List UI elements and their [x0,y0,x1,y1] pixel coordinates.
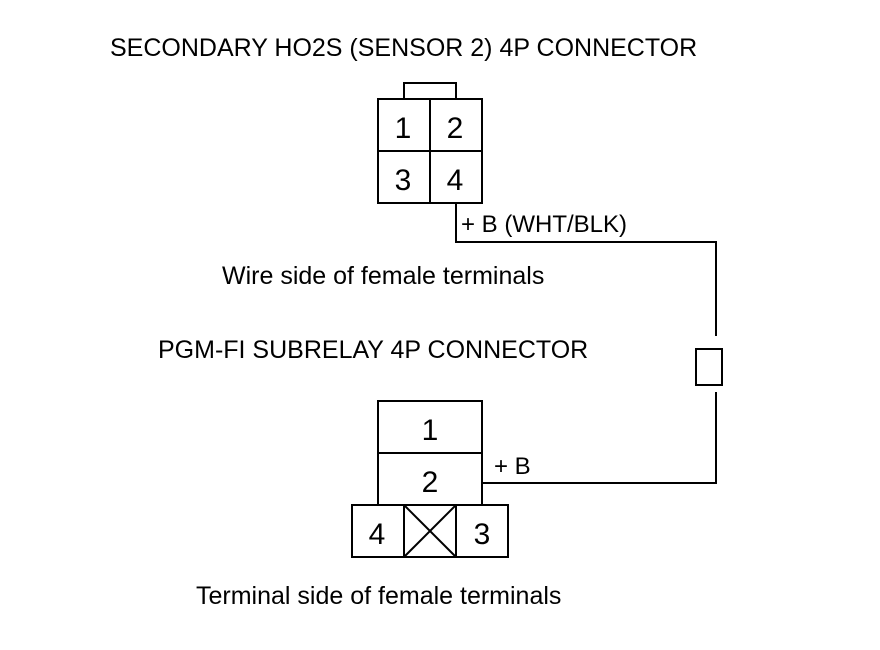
sensor-connector-title: SECONDARY HO2S (SENSOR 2) 4P CONNECTOR [110,34,697,62]
blank-cavity-cross-b [403,504,457,558]
subrelay-connector-lower-body [351,504,509,558]
subrelay-view-label: Terminal side of female terminals [196,582,561,610]
sensor-wire-label: + B (WHT/BLK) [461,211,627,238]
subrelay-pin-3: 3 [474,518,491,551]
subrelay-wire-label: + B [494,453,531,480]
sensor-connector [377,82,483,204]
sensor-pin-2: 2 [447,112,464,145]
sensor-pin-1: 1 [395,112,412,145]
subrelay-pin-1: 1 [422,414,439,447]
subrelay-pin-4: 4 [369,518,386,551]
subrelay-connector-title: PGM-FI SUBRELAY 4P CONNECTOR [158,336,588,364]
plus-b-wire [455,203,723,484]
sensor-pin-4: 4 [447,164,464,197]
inline-junction [695,348,723,386]
sensor-connector-lock-tab [403,82,457,99]
subrelay-pin-2: 2 [422,466,439,499]
sensor-view-label: Wire side of female terminals [222,262,544,290]
sensor-pin-3: 3 [395,164,412,197]
subrelay-connector [351,400,509,558]
